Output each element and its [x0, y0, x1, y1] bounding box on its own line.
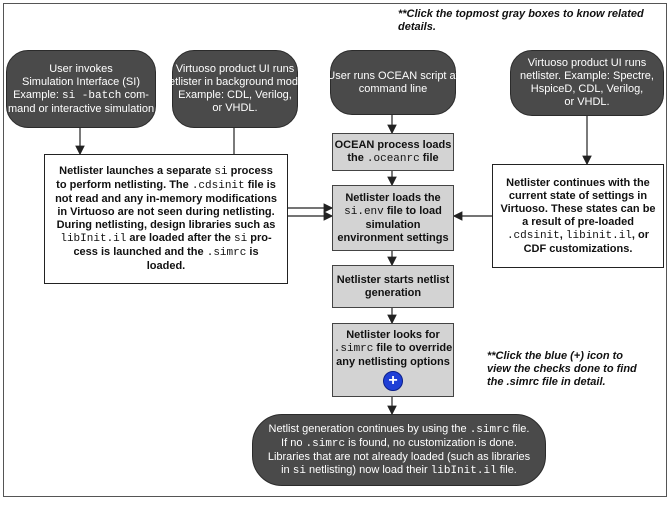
step-ocean-loads-oceanrc: OCEAN process loads the .oceanrc file: [332, 133, 454, 171]
step-simrc-lookup: Netlister looks for .simrc file to overr…: [332, 323, 454, 397]
start-node-ui-netlister[interactable]: Virtuoso product UI runs netlister. Exam…: [510, 50, 664, 116]
start-node-si[interactable]: User invokes Simulation Interface (SI) E…: [6, 50, 156, 128]
end-node-netlist-generation[interactable]: Netlist generation continues by using th…: [252, 414, 546, 486]
step-netlister-loads-si-env: Netlister loads the si.env file to load …: [332, 185, 454, 251]
diagram-frame: [3, 3, 667, 497]
plus-icon-note: **Click the blue (+) icon to view the ch…: [487, 350, 637, 388]
top-instruction-note: **Click the topmost gray boxes to know r…: [398, 8, 644, 33]
start-node-background-netlister[interactable]: Virtuoso product UI runs netlister in ba…: [163, 50, 307, 128]
step-netlist-generation-start: Netlister starts netlist generation: [332, 265, 454, 308]
start-node-ocean-script[interactable]: User runs OCEAN script at command line: [327, 50, 459, 115]
expand-plus-icon[interactable]: +: [383, 371, 403, 391]
si-process-info-box: Netlister launches a separate si process…: [44, 154, 288, 284]
current-state-info-box: Netlister continues with the current sta…: [492, 164, 664, 268]
